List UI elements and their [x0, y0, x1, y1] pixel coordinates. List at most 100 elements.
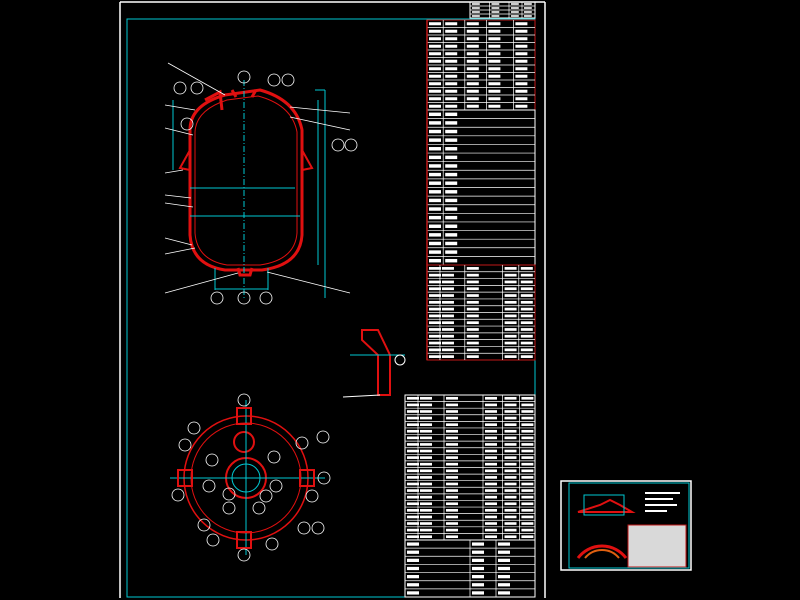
parts-list-cell-text — [521, 495, 534, 499]
parts-list-cell-text — [446, 436, 458, 440]
parts-list-cell-text — [446, 403, 458, 407]
parts-list-cell-text — [446, 410, 458, 413]
design-data-table-cell-text — [466, 67, 479, 71]
parts-list-cell-text — [420, 515, 432, 519]
design-data-table-cell-text — [488, 97, 501, 101]
parts-list-cell-text — [485, 423, 497, 426]
parts-list-cell-text — [407, 462, 419, 466]
technical-requirements-cell-text — [445, 190, 458, 194]
parts-list-cell-text — [485, 456, 497, 459]
nozzle-table-cell-text — [466, 328, 479, 331]
nozzle-table-cell-text — [520, 267, 533, 270]
design-data-table-cell-text — [445, 97, 458, 101]
parts-list-cell-text — [485, 429, 497, 433]
nozzle-table-cell-text — [520, 348, 533, 352]
nozzle-table-cell-text — [520, 314, 533, 318]
nozzle-table-cell-text — [466, 355, 479, 358]
parts-list-cell-text — [485, 476, 497, 479]
nozzle-table-cell-text — [504, 348, 517, 352]
title-block-cell-text — [472, 558, 484, 562]
top-revision-table-cell-text — [472, 7, 480, 9]
nozzle-table-cell-text — [441, 307, 454, 311]
design-data-table-cell-text — [429, 82, 441, 86]
parts-list-cell-text — [420, 449, 432, 453]
parts-list-cell-text — [446, 462, 458, 466]
parts-list-cell-text — [521, 515, 534, 519]
parts-list-cell-text — [521, 396, 534, 400]
title-block-cell-text — [407, 583, 419, 587]
top-revision-table-cell-text — [472, 15, 480, 17]
nozzle-table-cell-text — [429, 294, 441, 297]
spec-tables — [404, 1, 536, 598]
parts-list-cell-text — [521, 502, 534, 506]
design-data-table-cell-text — [466, 82, 479, 86]
design-data-table-cell-text — [488, 37, 501, 41]
title-block-cell-text — [472, 591, 484, 595]
parts-list-cell-text — [407, 476, 419, 479]
technical-requirements-cell-text — [445, 138, 458, 142]
parts-list-cell-text — [420, 423, 432, 426]
nozzle-table-cell-text — [466, 321, 479, 325]
parts-list-cell-text — [504, 416, 517, 420]
parts-list-cell-text — [446, 429, 458, 433]
title-block-cell-text — [472, 575, 484, 579]
design-data-table-cell-text — [466, 104, 479, 108]
top-revision-table-cell-text — [491, 7, 500, 9]
top-revision-table-cell-text — [524, 15, 532, 17]
top-revision-table-cell-text — [511, 15, 519, 17]
design-data-table-cell-text — [515, 52, 528, 56]
title-block-cell-text — [498, 558, 510, 562]
nozzle-table-cell-text — [466, 300, 479, 304]
parts-list-cell-text — [485, 410, 497, 413]
design-data-table-cell-text — [515, 97, 528, 101]
parts-list-cell-text — [504, 476, 517, 479]
nozzle-table-cell-text — [429, 334, 441, 338]
top-revision-table-cell-text — [491, 15, 500, 17]
nozzle-table-cell-text — [429, 267, 441, 270]
parts-list-cell-text — [485, 469, 497, 473]
parts-list-cell-text — [446, 482, 458, 486]
nozzle-table-cell-text — [520, 287, 533, 291]
title-block-cell-text — [407, 566, 419, 571]
parts-list-cell-text — [420, 489, 432, 492]
parts-list-cell-text — [407, 436, 419, 440]
design-data-table-cell-text — [515, 89, 528, 93]
parts-list-cell-text — [504, 429, 517, 433]
design-data-table-cell-text — [488, 104, 501, 108]
title-block-cell-text — [407, 591, 419, 595]
parts-list-cell-text — [446, 509, 458, 512]
parts-list-cell-text — [504, 443, 517, 446]
design-data-table-cell-text — [466, 37, 479, 41]
design-data-table-cell-text — [429, 52, 441, 56]
parts-list-cell-text — [446, 515, 458, 519]
title-block-cell-text — [498, 550, 510, 554]
parts-list-cell-text — [420, 528, 432, 532]
nozzle-table-cell-text — [441, 273, 454, 277]
parts-list-cell-text — [504, 509, 517, 512]
title-block-cell-text — [407, 575, 419, 579]
parts-list-cell-text — [521, 456, 534, 459]
design-data-table-cell-text — [445, 67, 458, 71]
top-revision-table-cell-text — [511, 3, 519, 5]
parts-list-cell-text — [485, 515, 497, 519]
vessel-elevation-view — [164, 62, 358, 305]
technical-requirements-cell-text — [445, 172, 458, 177]
parts-list-cell-text — [504, 410, 517, 413]
nozzle-table-cell-text — [429, 355, 441, 358]
parts-list-cell-text — [446, 489, 458, 492]
nozzle-table-cell-text — [520, 300, 533, 304]
parts-list-cell-text — [521, 482, 534, 486]
nozzle-table-cell-text — [429, 321, 441, 325]
sheet-frame — [119, 1, 546, 598]
technical-requirements-cell-text — [429, 190, 441, 194]
parts-list-cell-text — [420, 502, 432, 506]
parts-list-cell-text — [420, 522, 432, 525]
design-data-table-cell-text — [445, 22, 458, 26]
design-data-table-cell-text — [488, 52, 501, 56]
design-data-table-cell-text — [488, 74, 501, 78]
nozzle-table-cell-text — [466, 294, 479, 297]
parts-list-cell-text — [521, 429, 534, 433]
parts-list-cell-text — [407, 456, 419, 459]
technical-requirements-cell-text — [445, 207, 458, 211]
nozzle-table-cell-text — [441, 348, 454, 352]
